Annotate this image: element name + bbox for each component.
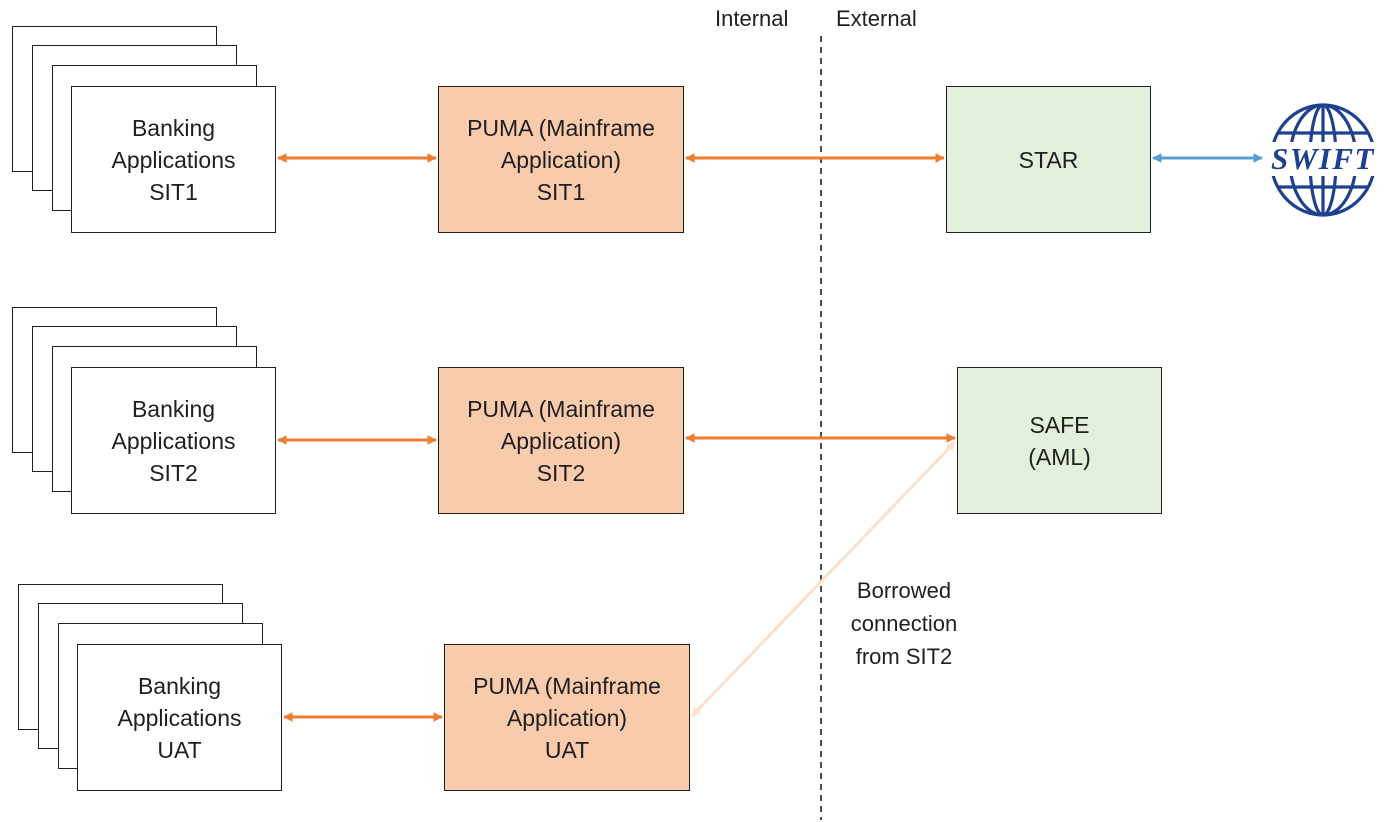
- box-label-line: SAFE: [1029, 411, 1090, 438]
- note-line: from SIT2: [855, 644, 953, 669]
- note-line: Borrowed: [856, 578, 952, 603]
- box-label-line: SIT2: [536, 459, 586, 486]
- banking-applications-sit1[interactable]: Banking Applications SIT1: [71, 86, 276, 233]
- box-label-line: Banking: [131, 395, 216, 422]
- box-label-line: PUMA (Mainframe: [473, 672, 661, 699]
- puma-mainframe-sit2[interactable]: PUMA (Mainframe Application) SIT2: [438, 367, 684, 514]
- box-label-line: PUMA (Mainframe: [467, 395, 655, 422]
- box-label-line: Banking: [131, 114, 216, 141]
- box-label-line: UAT: [544, 736, 590, 763]
- box-label-line: SIT1: [536, 178, 586, 205]
- box-label-line: PUMA (Mainframe: [467, 114, 655, 141]
- box-label-line: Applications: [117, 704, 242, 731]
- box-label-line: Application): [500, 427, 622, 454]
- safe-aml-system[interactable]: SAFE (AML): [957, 367, 1162, 514]
- banking-applications-sit2[interactable]: Banking Applications SIT2: [71, 367, 276, 514]
- box-label-line: SIT1: [149, 178, 198, 205]
- box-label-line: UAT: [157, 736, 202, 763]
- arrow-borrowed-safe-puma-uat: [690, 440, 957, 718]
- box-label-line: Applications: [111, 146, 236, 173]
- banking-applications-uat[interactable]: Banking Applications UAT: [77, 644, 282, 791]
- swift-logo-text: SWIFT: [1271, 141, 1375, 176]
- box-label-line: Application): [506, 704, 628, 731]
- box-label-line: STAR: [1018, 146, 1079, 173]
- borrowed-connection-note: Borrowed connection from SIT2: [834, 574, 974, 673]
- puma-mainframe-uat[interactable]: PUMA (Mainframe Application) UAT: [444, 644, 690, 791]
- swift-globe-icon[interactable]: SWIFT: [1263, 102, 1383, 218]
- box-label-line: Banking: [137, 672, 222, 699]
- box-label-line: Applications: [111, 427, 236, 454]
- note-line: connection: [850, 611, 958, 636]
- puma-mainframe-sit1[interactable]: PUMA (Mainframe Application) SIT1: [438, 86, 684, 233]
- box-label-line: SIT2: [149, 459, 198, 486]
- internal-zone-label: Internal: [715, 6, 789, 31]
- box-label-line: Application): [500, 146, 622, 173]
- star-system[interactable]: STAR: [946, 86, 1151, 233]
- external-zone-label: External: [836, 6, 917, 31]
- box-label-line: (AML): [1028, 443, 1091, 470]
